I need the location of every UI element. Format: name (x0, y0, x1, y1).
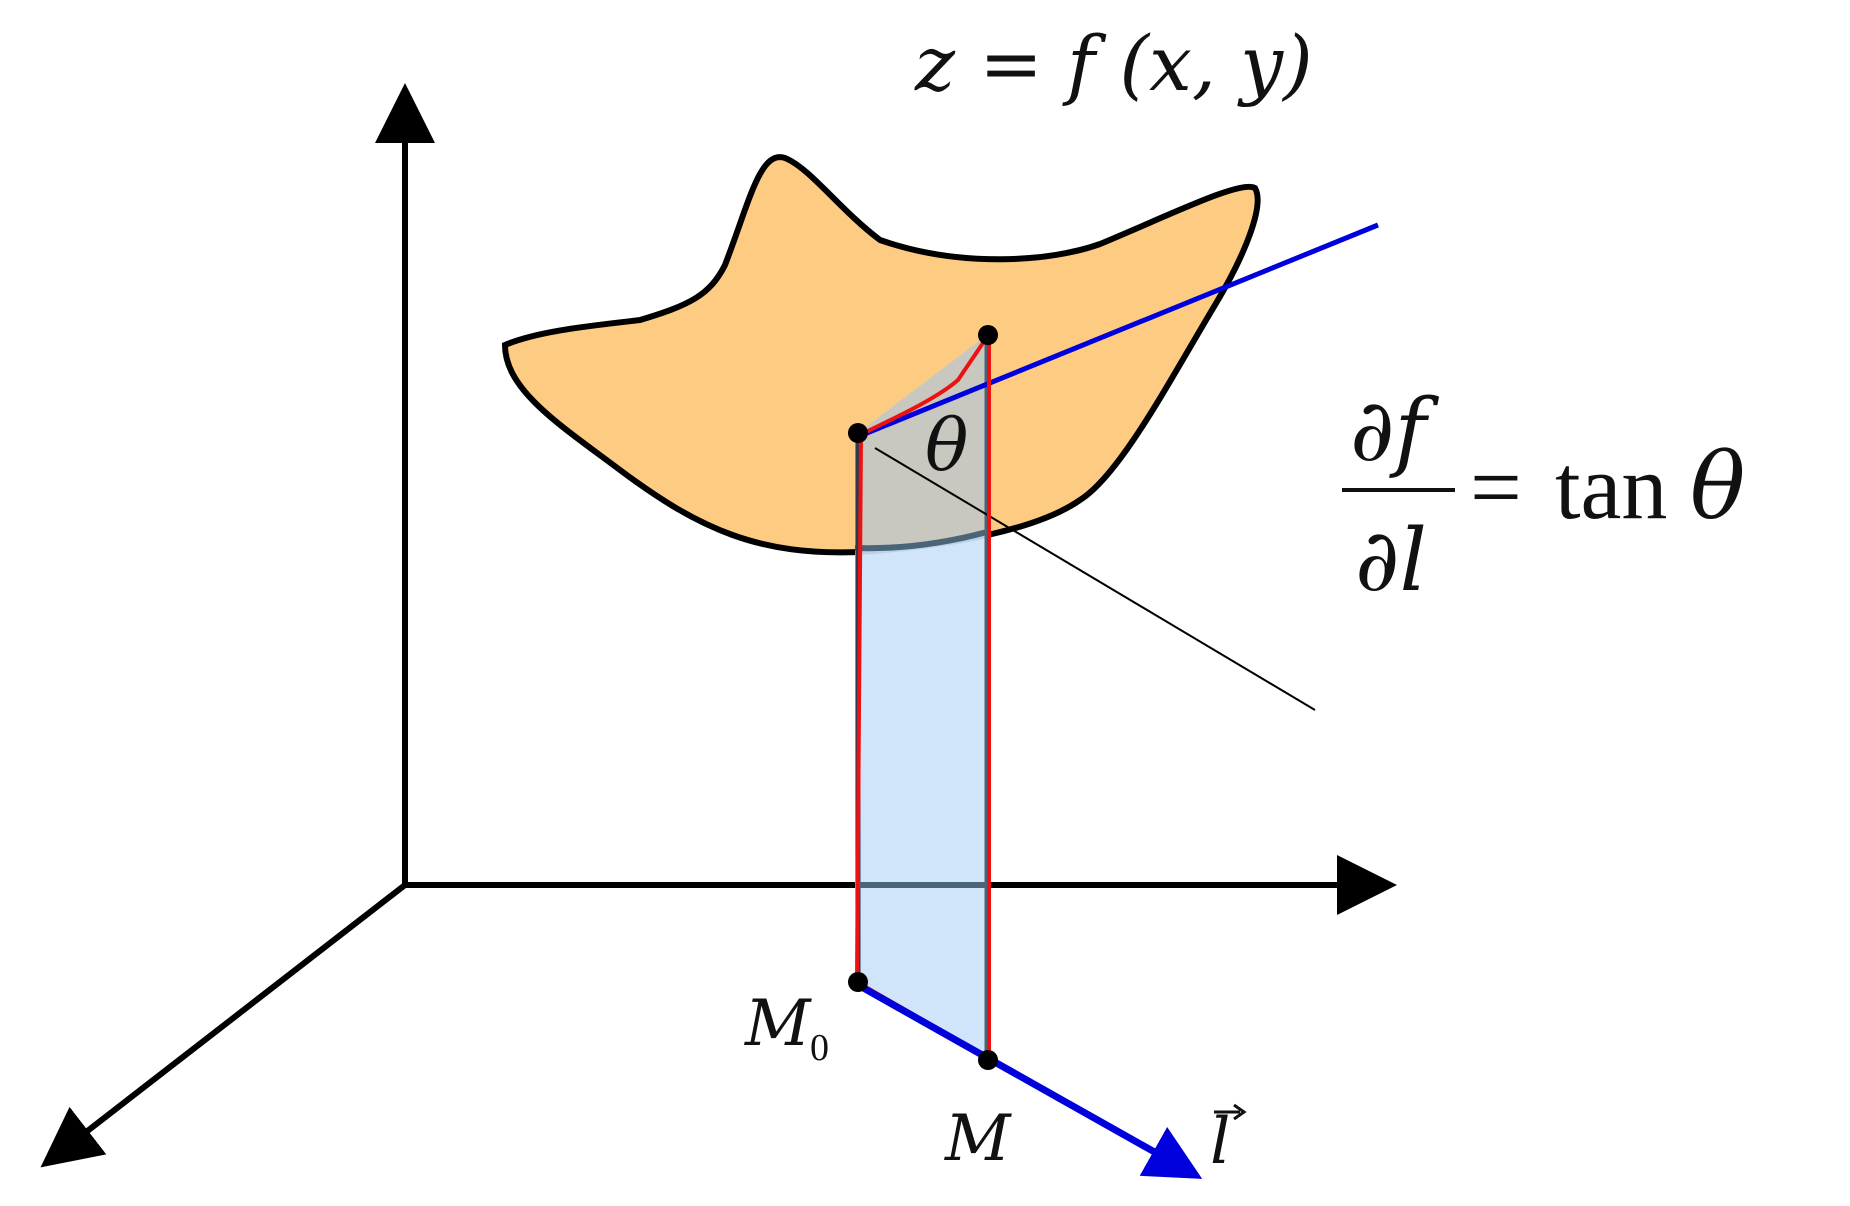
vector-arrow-icon (1214, 1103, 1247, 1121)
surface-patch (501, 154, 1261, 556)
point-on-surface-m (978, 325, 998, 345)
formula-equals: = (1470, 436, 1522, 538)
direction-label-text: l (1210, 1105, 1230, 1179)
angle-label: θ (925, 403, 968, 487)
formula-tan: tan (1555, 436, 1667, 538)
x-axis (40, 882, 407, 1168)
surface-edge-over-plane (854, 529, 988, 552)
label-m: M (944, 1102, 1012, 1176)
direction-vector (856, 981, 1203, 1179)
direction-label: l (1210, 1103, 1247, 1179)
formula-theta: θ (1690, 433, 1745, 540)
surface-curve (859, 333, 990, 437)
formula-denominator: ∂l (1355, 511, 1427, 611)
reference-line (874, 447, 1316, 711)
red-vertical-back (855, 434, 863, 983)
formula-numerator: ∂f (1350, 381, 1439, 481)
derivative-formula: ∂f ∂l = tan θ (1342, 381, 1745, 611)
label-m0: M 0 (744, 987, 829, 1069)
label-m0-base: M (744, 987, 812, 1061)
tangent-line (861, 222, 1379, 438)
point-m0 (848, 972, 868, 992)
point-m (978, 1050, 998, 1070)
label-m0-subscript: 0 (810, 1027, 829, 1069)
point-on-surface-m0 (848, 423, 868, 443)
surface-equation: z = f (x, y) (914, 19, 1313, 108)
